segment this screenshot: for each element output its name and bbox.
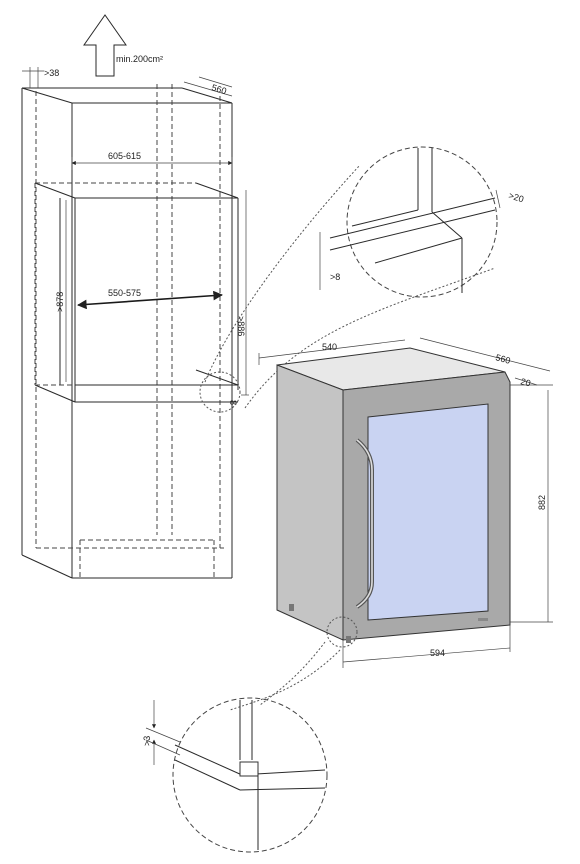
dim-8-small: 8 [228, 400, 238, 405]
dim-878: >878 [55, 292, 65, 312]
detail-circle-bottom [145, 697, 328, 853]
cooler-detail-marker [326, 616, 358, 648]
dim-560-cabinet: 560 [210, 82, 227, 96]
cooler-glass [367, 403, 489, 621]
vent-label: min.200cm² [116, 54, 163, 64]
connector-top-2 [244, 267, 496, 409]
connector-top-1 [204, 164, 361, 383]
dim-20-cooler: 20 [519, 376, 531, 388]
dim-886: >886 [236, 316, 246, 336]
dim-20-detail: >20 [507, 190, 525, 204]
dim-3-detail: >3 [142, 736, 152, 746]
dim-605-615: 605-615 [108, 151, 141, 161]
tall-cabinet [21, 84, 239, 579]
dim-882: 882 [537, 495, 547, 510]
dim-8-detail: >8 [330, 272, 340, 282]
wine-cooler [276, 347, 511, 643]
cooler-side [276, 364, 344, 641]
dim-550-575: 550-575 [108, 288, 141, 298]
dim-594: 594 [430, 648, 445, 658]
connector-bottom-2 [259, 641, 326, 706]
dim-540: 540 [322, 342, 337, 352]
ventilation-arrow-icon [83, 14, 127, 77]
detail-circle-top [319, 146, 501, 298]
logo-plate [478, 618, 488, 621]
connector-bottom-1 [229, 649, 341, 711]
dim-560-cooler: 560 [494, 352, 511, 366]
cabinet-dimensions [22, 67, 249, 396]
cabinet-detail-marker [199, 371, 241, 413]
dim-38: >38 [44, 68, 59, 78]
cooler-dimensions [258, 337, 553, 668]
